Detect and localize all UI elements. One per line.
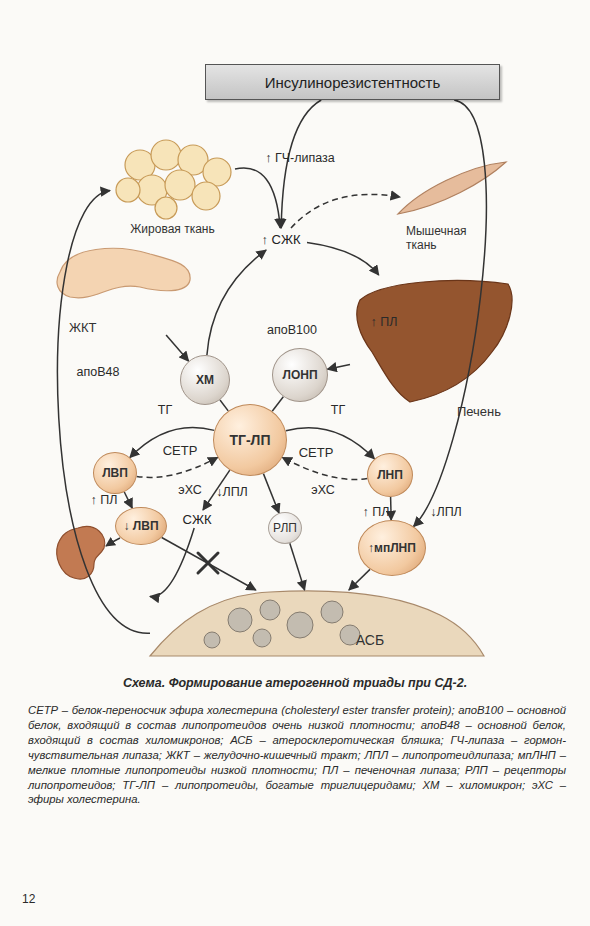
connector-arrow (307, 243, 379, 275)
connector-arrow (166, 335, 189, 361)
edge-label: ↑ ПЛ (91, 493, 118, 507)
node-text: Печень (457, 404, 501, 419)
edge-label: ↓ЛПЛ (430, 505, 462, 519)
connector-arrow (162, 538, 256, 591)
connector-arrow (286, 428, 375, 459)
connector-arrow (220, 400, 228, 411)
adipose-tissue: Жировая ткань (110, 130, 235, 236)
process-box: Инсулинорезистентность (205, 64, 500, 100)
node-text: АСБ (356, 632, 384, 648)
edge-label: апоВ48 (77, 365, 120, 379)
edge-label: ↑ ГЧ-липаза (265, 151, 335, 165)
adipose-cells (116, 140, 231, 219)
node-text: Мышечная ткань (406, 224, 478, 252)
node-text: ХМ (196, 373, 214, 387)
receptor-circle: РЛП (268, 512, 302, 544)
lipoprotein-circle: ЛОНП (272, 348, 328, 402)
plaque-cells (204, 600, 360, 648)
protein-label: СЕТР (163, 443, 198, 458)
node-text: ЖКТ (69, 320, 97, 335)
connector-arrow (327, 364, 350, 369)
connector-arrow (137, 457, 218, 477)
liver: Печень (350, 275, 515, 419)
connector-arrow (349, 569, 370, 590)
node-text: ↑мпЛНП (368, 541, 416, 555)
connector-arrow (282, 457, 367, 479)
figure-caption: Схема. Формирование атерогенной триады п… (20, 676, 570, 690)
node-text: ЛНП (377, 468, 403, 482)
metabolite-label: СЖК (177, 510, 217, 528)
muscle (398, 162, 506, 214)
connector-arrow (263, 474, 279, 513)
plaque (150, 591, 484, 656)
edge-label: ТГ (158, 403, 172, 417)
protein-label: СЕТР (299, 445, 334, 460)
muscle-tissue: Мышечная ткань (400, 160, 505, 252)
connector-arrow (291, 194, 400, 228)
connector-arrow (390, 497, 392, 520)
lipoprotein-circle: ↓ ЛВП (115, 507, 167, 545)
node-text: ЛВП (102, 466, 128, 480)
edge-label: ↑ ПЛ (363, 505, 390, 519)
connector-arrow (272, 397, 283, 412)
edge-label: апоВ100 (267, 323, 317, 337)
pancreas (57, 248, 190, 297)
metabolite-label: ↑ СЖК (255, 228, 307, 250)
node-text: Жировая ткань (130, 222, 214, 236)
node-text: ЛОНП (282, 368, 317, 382)
connector-arrow (207, 250, 266, 355)
edge-label: эХС (178, 483, 201, 497)
edge-label: ↓ЛПЛ (216, 485, 248, 499)
gi-tract: ЖКТ (55, 240, 195, 335)
connector-arrow (290, 543, 305, 590)
plaque: АСБ (150, 590, 480, 656)
abbreviation-notes: СЕТР – белок-переносчик эфира холестерин… (28, 703, 566, 807)
node-text: СЖК (183, 512, 212, 527)
connector-arrow (124, 492, 132, 508)
connector-arrow (235, 168, 280, 228)
node-text: ↑ СЖК (261, 232, 300, 247)
page-number: 12 (22, 892, 35, 906)
kidney-arrow (106, 538, 120, 546)
lipoprotein-circle: ↑мпЛНП (358, 520, 426, 576)
connector-arrow (130, 427, 214, 457)
edge-label: эХС (311, 483, 334, 497)
liver (357, 281, 512, 402)
node-text: РЛП (273, 521, 297, 535)
node-text: ТГ-ЛП (229, 432, 270, 448)
edge-label: ТГ (331, 403, 345, 417)
lipoprotein-circle: ТГ-ЛП (213, 404, 287, 476)
connector-arrow (58, 191, 150, 634)
connector-arrow (414, 100, 487, 526)
lipoprotein-circle: ХМ (180, 355, 230, 405)
lipoprotein-circle: ЛНП (367, 453, 413, 497)
edge-label: ↑ ПЛ (371, 315, 398, 329)
lipoprotein-circle: ЛВП (93, 452, 137, 494)
node-text: ↓ ЛВП (123, 519, 158, 533)
node-text: Инсулинорезистентность (265, 74, 441, 91)
